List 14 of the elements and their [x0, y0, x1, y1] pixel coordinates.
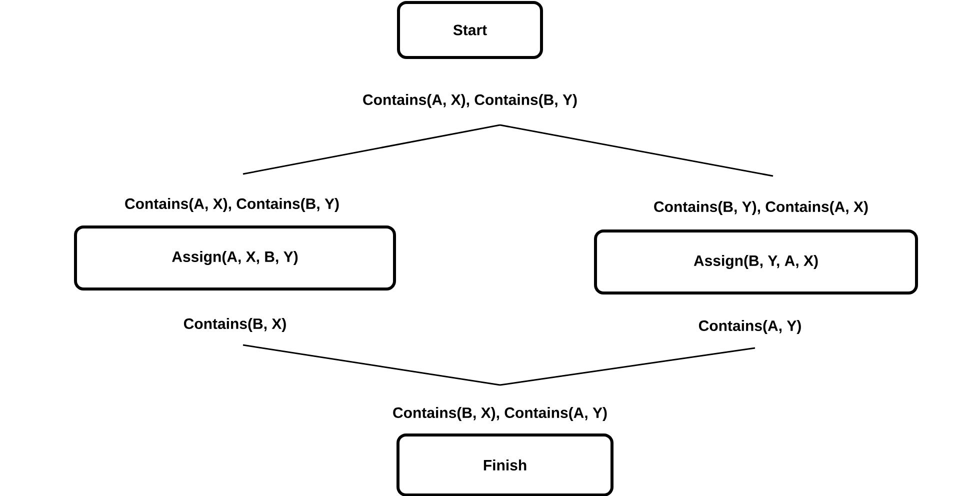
- condition-label: Contains(B, X): [184, 318, 286, 332]
- condition-label: Contains(A, X), Contains(B, Y): [363, 94, 577, 108]
- action-box: Assign(B, Y, A, X): [594, 230, 918, 294]
- condition-label: Contains(A, X), Contains(B, Y): [125, 198, 339, 212]
- condition-label: Contains(B, X), Contains(A, Y): [393, 407, 607, 421]
- action-box: Start: [397, 1, 543, 59]
- action-box: Assign(A, X, B, Y): [74, 226, 396, 290]
- condition-label: Contains(A, Y): [698, 320, 801, 334]
- connector-line: [500, 124, 774, 177]
- connector-line: [500, 347, 756, 386]
- connector-line: [242, 344, 500, 386]
- connector-line: [242, 124, 500, 175]
- action-box: Finish: [396, 434, 614, 496]
- condition-label: Contains(B, Y), Contains(A, X): [654, 201, 868, 215]
